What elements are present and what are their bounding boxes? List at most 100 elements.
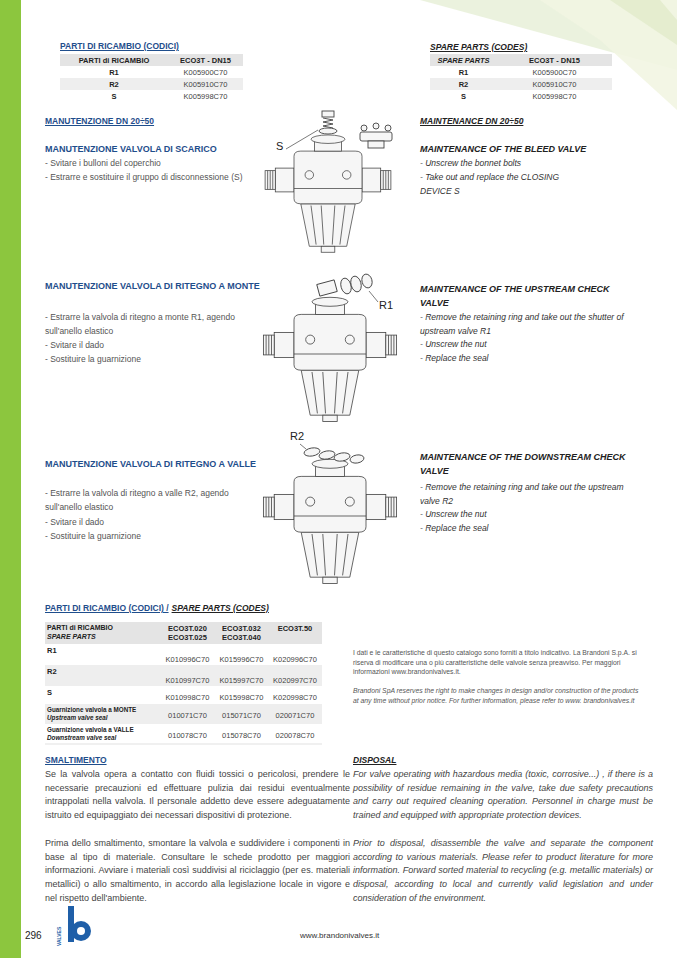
corner-decoration [610,0,677,45]
part-name: Guarnizione valvola a MONTE [47,706,160,713]
step-text: - Unscrew the nut [420,507,635,521]
valve-figure [263,273,396,422]
section-heading: MANUTENZIONE DN 20÷50 [45,116,154,126]
spare-code: 010071C70 [160,711,215,720]
step-heading: MAINTENANCE OF THE UPSTREAM CHECK VALVE [420,282,640,310]
part-code: R1 [60,68,168,77]
table-header: PARTI di RICAMBIO [60,56,168,65]
spare-code: K015998C70 [215,693,268,702]
table-header: ECO3T.020 [160,624,215,633]
spare-code: 020071C70 [268,711,322,720]
part-code: R2 [60,80,168,89]
step-text: - Replace the seal [420,351,635,365]
table-row [60,54,243,66]
step-text: - Sostituire la guarnizione [45,352,250,366]
table-row [430,78,612,90]
table-header: ECO3T.50 [268,624,322,633]
spare-code: K005900C70 [497,68,612,77]
spare-code: K005998C70 [497,92,612,101]
valve-figure [265,111,392,252]
table-header: ECO3T.032 [215,624,268,633]
table-row [45,622,322,644]
spare-code: K010998C70 [160,693,215,702]
body-paragraph: For valve operating with hazardous media… [353,768,653,823]
step-text: - Estrarre la valvola di ritegno a valle… [45,486,250,514]
table-header: ECO3T.025 [160,633,215,642]
spare-code: K015997C70 [215,676,268,685]
part-code: S [47,688,160,697]
disclaimer-note: Brandoni SpA reserves the right to make … [353,686,645,705]
step-heading: MANUTENZIONE VALVOLA DI RITEGNO A MONTE [45,279,260,293]
step-text: - Estrarre e sostituire il gruppo di dis… [45,170,245,184]
step-text: - Unscrew the bonnet bolts [420,156,640,170]
step-text: - Svitare il dado [45,515,250,529]
table-row [45,704,322,724]
body-paragraph: Se la valvola opera a contatto con fluid… [45,768,350,823]
spare-code: K005910C70 [497,80,612,89]
step-text: - Svitare i bulloni del coperchio [45,156,255,170]
step-text: - Sostituire la guarnizione [45,529,250,543]
step-text: - Remove the retaining ring and take out… [420,310,635,338]
section-heading: DISPOSAL [353,755,396,765]
part-code: R2 [430,80,497,89]
step-text: - Remove the retaining ring and take out… [420,480,635,508]
table-rule [45,744,322,745]
part-name: Upstream valve seal [47,714,160,721]
disclaimer-note: I dati e le caratteristiche di questo ca… [353,648,645,677]
spare-code: K010997C70 [160,676,215,685]
spare-code: K020998C70 [268,693,322,702]
section-heading: SPARE PARTS (CODES) [172,603,269,613]
table-header: SPARE PARTS [430,56,497,65]
brand-logo [68,906,91,942]
table-header: ECO3T - DN15 [497,56,612,65]
callout-label: R2 [290,430,304,442]
spare-code: K010996C70 [160,655,215,664]
part-name: Downstream valve seal [47,734,160,741]
part-code: R1 [430,68,497,77]
website-url: www.brandonivalves.it [300,931,379,940]
spare-code: 010078C70 [160,731,215,740]
logo-text: VALVES [56,927,62,946]
part-code: R1 [47,646,160,655]
callout-label: S [276,140,283,152]
section-heading: SPARE PARTS (CODES) [430,42,527,52]
table-header: ECO3T.040 [215,633,268,642]
side-bar [0,0,21,958]
step-text: - Replace the seal [420,521,635,535]
spare-code: K015996C70 [215,655,268,664]
spare-code: 015071C70 [215,711,268,720]
spare-code: K020997C70 [268,676,322,685]
callout-label: R1 [379,299,393,311]
spare-code: K005998C70 [168,92,243,101]
step-text: - Estrarre la valvola di ritegno a monte… [45,310,250,338]
part-code: S [60,92,168,101]
table-row [45,665,322,686]
part-code: S [430,92,497,101]
part-name: Guarnizione valvola a VALLE [47,726,160,733]
spare-code: 015078C70 [215,731,268,740]
step-text: - Unscrew the nut [420,337,635,351]
step-heading: MAINTENANCE OF THE DOWNSTREAM CHECK VALV… [420,450,640,478]
step-heading: MANUTENZIONE VALVOLA DI RITEGNO A VALLE [45,457,260,471]
spare-code: K005910C70 [168,80,243,89]
section-heading: MAINTENANCE DN 20÷50 [420,116,523,126]
body-paragraph: Prima dello smaltimento, smontare la val… [45,837,350,906]
table-row [60,78,243,90]
section-heading: SMALTIMENTO [45,755,107,765]
step-text: - Svitare il dado [45,338,250,352]
body-paragraph: Prior to disposal, disassemble the valve… [353,837,653,906]
step-heading: MAINTENANCE OF THE BLEED VALVE [420,142,640,156]
valve-figure [263,444,396,584]
step-heading: MANUTENZIONE VALVOLA DI SCARICO [45,142,255,156]
spare-code: K005900C70 [168,68,243,77]
section-heading: PARTI DI RICAMBIO (CODICI) [60,41,179,51]
table-row [430,54,612,66]
table-header: SPARE PARTS [47,633,160,640]
table-header: ECO3T - DN15 [168,56,243,65]
page-number: 296 [25,930,42,941]
part-code: R2 [47,667,160,676]
step-text: - Take out and replace the CLOSING DEVIC… [420,170,570,198]
spare-code: K020996C70 [268,655,322,664]
section-heading: PARTI DI RICAMBIO (CODICI) / [45,603,169,613]
table-header: PARTI di RICAMBIO [47,624,160,631]
